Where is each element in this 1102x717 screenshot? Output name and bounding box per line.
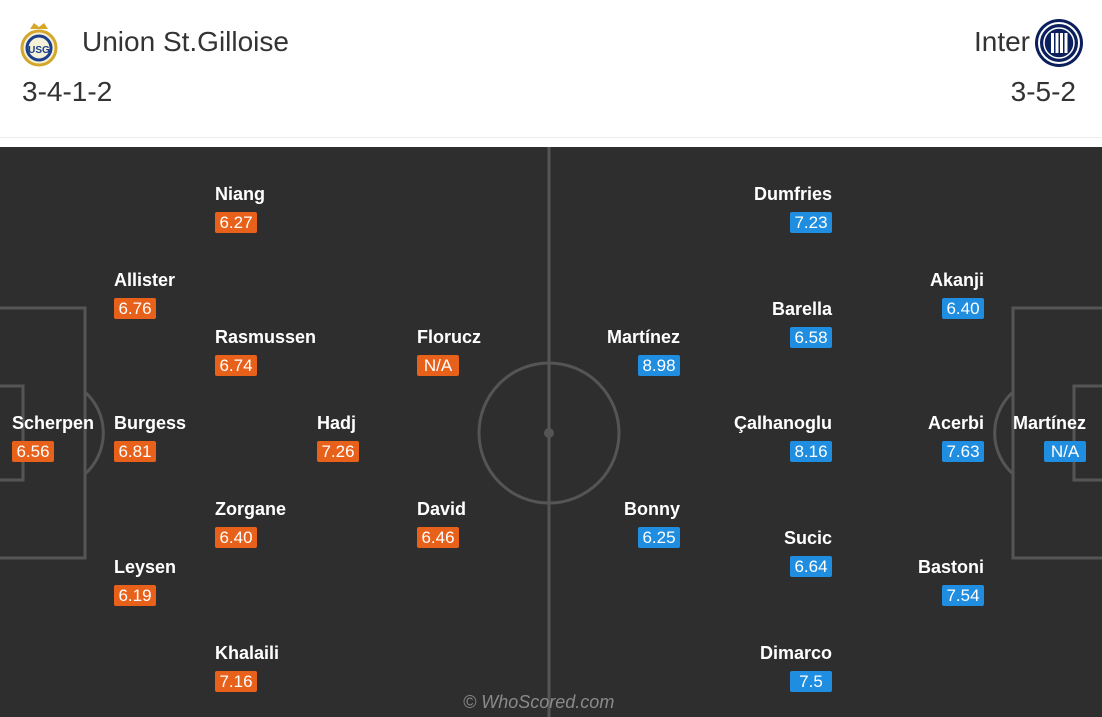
player-name: David (417, 499, 467, 519)
player-name: Allister (114, 270, 176, 290)
away-formation: 3-5-2 (1010, 76, 1076, 107)
player-rating: 6.46 (417, 527, 459, 548)
player-rating: 6.58 (790, 327, 832, 348)
home-formation: 3-4-1-2 (22, 76, 113, 107)
svg-text:USG: USG (28, 45, 50, 56)
away-player-dumfries[interactable]: Dumfries 7.23 (754, 183, 832, 233)
player-rating: 7.23 (790, 212, 832, 233)
home-team-name: Union St.Gilloise (82, 26, 289, 57)
player-rating: 8.16 (790, 441, 832, 462)
away-player-barella[interactable]: Barella 6.58 (772, 298, 832, 348)
away-player-akanji[interactable]: Akanji 6.40 (930, 269, 984, 319)
player-name: Niang (215, 184, 266, 204)
home-player-florucz[interactable]: Florucz N/A (417, 326, 481, 376)
player-name: Bonny (624, 499, 680, 519)
player-name: Acerbi (927, 413, 984, 433)
player-rating: 7.54 (942, 585, 984, 606)
player-name: Bastoni (917, 557, 984, 577)
player-rating: 7.16 (215, 671, 257, 692)
player-rating: N/A (1044, 441, 1086, 462)
player-name: Martínez (606, 327, 680, 347)
home-player-rasmussen[interactable]: Rasmussen 6.74 (215, 326, 316, 376)
player-rating: 6.56 (12, 441, 54, 462)
player-rating: 6.40 (942, 298, 984, 319)
away-team-name: Inter (973, 26, 1030, 57)
pitch: Niang 6.27 Allister 6.76 Rasmussen 6.74 … (0, 147, 1102, 717)
player-rating: 6.81 (114, 441, 156, 462)
player-rating: 6.27 (215, 212, 257, 233)
away-player-bastoni[interactable]: Bastoni 7.54 (918, 556, 984, 606)
pitch-markings (0, 147, 1102, 717)
player-name: Scherpen (12, 413, 95, 433)
player-name: Burgess (114, 413, 187, 433)
union-st-gilloise-crest-icon: USG (20, 23, 58, 67)
player-name: Akanji (929, 270, 984, 290)
home-player-leysen[interactable]: Leysen 6.19 (114, 556, 176, 606)
away-player-martinez-lautaro[interactable]: Martínez 8.98 (607, 326, 680, 376)
player-rating: 6.40 (215, 527, 257, 548)
player-rating: 6.19 (114, 585, 156, 606)
player-name: Çalhanoglu (734, 413, 832, 433)
away-player-sucic[interactable]: Sucic 6.64 (784, 527, 832, 577)
whoscored-watermark: © WhoScored.com (463, 692, 615, 712)
home-player-hadj[interactable]: Hadj 7.26 (317, 412, 359, 462)
player-rating: 6.74 (215, 355, 257, 376)
away-player-martinez-gk[interactable]: Martínez N/A (1013, 412, 1086, 462)
player-name: Martínez (1012, 413, 1086, 433)
player-name: Dimarco (759, 643, 832, 663)
player-name: Dumfries (753, 184, 832, 204)
player-rating: 7.26 (317, 441, 359, 462)
player-rating: 7.63 (942, 441, 984, 462)
player-name: Sucic (783, 528, 832, 548)
home-player-zorgane[interactable]: Zorgane 6.40 (215, 498, 286, 548)
player-rating: N/A (417, 355, 459, 376)
home-player-niang[interactable]: Niang 6.27 (215, 183, 265, 233)
home-player-khalaili[interactable]: Khalaili 7.16 (215, 642, 279, 692)
player-name: Zorgane (215, 499, 287, 519)
player-name: Leysen (114, 557, 177, 577)
away-player-acerbi[interactable]: Acerbi 7.63 (928, 412, 984, 462)
home-player-david[interactable]: David 6.46 (417, 498, 466, 548)
home-player-burgess[interactable]: Burgess 6.81 (114, 412, 186, 462)
player-rating: 8.98 (638, 355, 680, 376)
away-player-dimarco[interactable]: Dimarco 7.5 (760, 642, 832, 692)
player-name: Khalaili (215, 643, 280, 663)
home-player-scherpen[interactable]: Scherpen 6.56 (12, 412, 94, 462)
home-player-allister[interactable]: Allister 6.76 (114, 269, 175, 319)
player-rating: 6.64 (790, 556, 832, 577)
player-rating: 6.76 (114, 298, 156, 319)
away-player-calhanoglu[interactable]: Çalhanoglu 8.16 (734, 412, 832, 462)
player-name: Barella (771, 299, 832, 319)
player-rating: 6.25 (638, 527, 680, 548)
player-name: Hadj (317, 413, 357, 433)
inter-crest-icon (1035, 19, 1083, 67)
match-header: USG Union St.Gilloise 3-4-1-2 Inter 3-5-… (0, 0, 1102, 138)
player-name: Florucz (417, 327, 482, 347)
player-rating: 7.5 (790, 671, 832, 692)
player-name: Rasmussen (215, 327, 317, 347)
away-player-bonny[interactable]: Bonny 6.25 (624, 498, 680, 548)
